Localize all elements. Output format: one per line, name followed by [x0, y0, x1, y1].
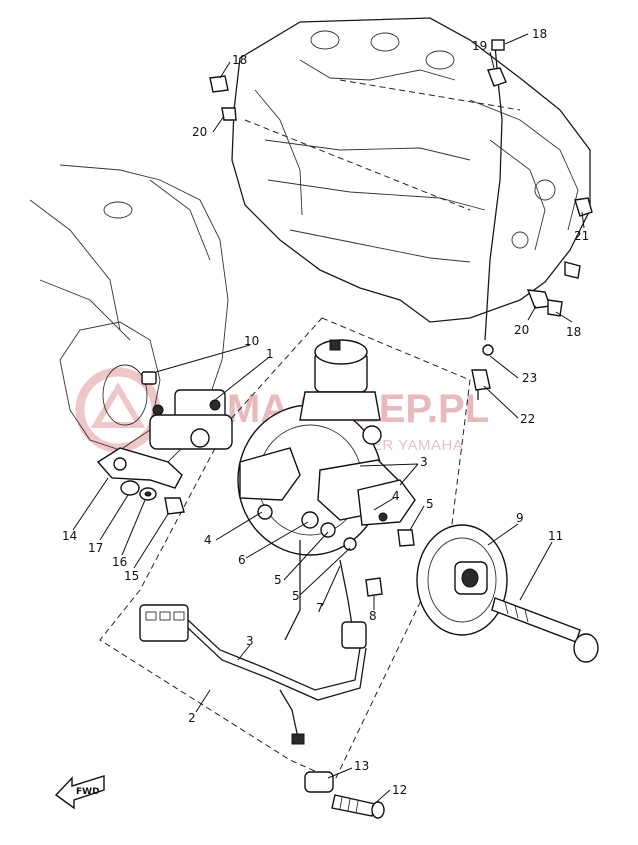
callout-20: 20: [192, 125, 207, 139]
callout-11: 11: [548, 529, 563, 543]
callout-22: 22: [520, 412, 535, 426]
callout-12: 12: [392, 783, 407, 797]
callout-labels: 18 20 19 18 21 20 18 23 22 10 1 3 4 5 4 …: [62, 27, 589, 797]
callout-21: 21: [574, 229, 589, 243]
callout-9: 9: [516, 511, 524, 525]
crankcase-left: [29, 164, 229, 481]
callout-5: 5: [274, 573, 282, 587]
callout-5: 5: [426, 497, 434, 511]
callout-3: 3: [246, 634, 254, 648]
stator-assembly: [237, 339, 416, 641]
callout-23: 23: [522, 371, 537, 385]
callout-17: 17: [88, 541, 103, 555]
fwd-label: FWD: [76, 787, 100, 797]
callout-4: 4: [204, 533, 212, 547]
callout-10: 10: [244, 334, 259, 348]
callout-1: 1: [266, 347, 274, 361]
callout-18: 18: [532, 27, 547, 41]
callout-18: 18: [566, 325, 581, 339]
callout-15: 15: [124, 569, 139, 583]
rotor-assembly: [416, 524, 599, 663]
collar-and-bolt: [304, 771, 385, 819]
engine-block: [231, 17, 591, 323]
pickup-coil-assembly: [141, 371, 233, 450]
callout-13: 13: [354, 759, 369, 773]
callout-4: 4: [392, 489, 400, 503]
watermark-logo-mark: [90, 382, 146, 428]
leader-lines: [72, 33, 585, 807]
stator-lead-wire: [339, 559, 367, 649]
callout-5: 5: [292, 589, 300, 603]
callout-19: 19: [472, 39, 487, 53]
callout-7: 7: [316, 601, 324, 615]
wire-harness: [139, 604, 367, 745]
callout-3: 3: [420, 455, 428, 469]
screws: [365, 529, 415, 597]
callout-2: 2: [188, 711, 196, 725]
forward-direction-arrow: FWD: [54, 775, 105, 810]
callout-6: 6: [238, 553, 246, 567]
callout-8: 8: [369, 609, 377, 623]
callout-14: 14: [62, 529, 77, 543]
callout-18: 18: [232, 53, 247, 67]
callout-20: 20: [514, 323, 529, 337]
assembly-dashed-boundary: [99, 317, 471, 781]
bracket-and-hardware: [96, 447, 185, 515]
cable-clamps: [209, 39, 593, 400]
callout-16: 16: [112, 555, 127, 569]
